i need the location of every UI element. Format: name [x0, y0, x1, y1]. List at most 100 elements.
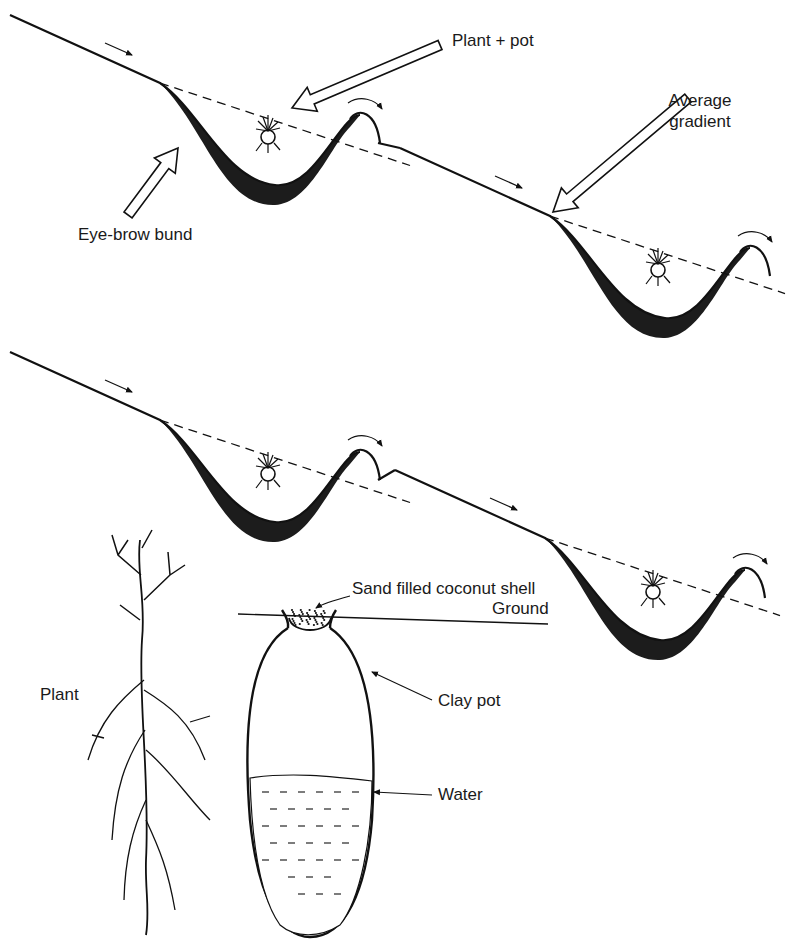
root-stroke: [646, 276, 670, 286]
sand-grain: [300, 609, 302, 611]
pot-circle: [261, 130, 275, 144]
sand-grain: [301, 620, 303, 622]
sand-grain: [292, 620, 294, 622]
water-dash: [298, 825, 305, 826]
flow-arrow: [495, 176, 522, 188]
water-dash: [270, 808, 277, 809]
water-dash: [288, 808, 295, 809]
bund-unit: [395, 470, 780, 660]
water-dash: [270, 842, 277, 843]
sand-grain: [299, 623, 301, 625]
sand-grain: [322, 617, 324, 619]
leaf-stroke: [641, 584, 653, 586]
coconut-shell: [289, 618, 331, 630]
sand-grain: [307, 614, 309, 616]
sand-grain: [322, 624, 324, 626]
part-label: Ground: [492, 598, 549, 619]
sand-grain: [314, 619, 316, 621]
bund-crest: [350, 113, 380, 143]
flow-arrow: [105, 43, 132, 55]
water-dash: [262, 825, 269, 826]
leaf-stroke: [268, 128, 280, 131]
sand-grain: [313, 617, 315, 619]
water-dash: [288, 876, 295, 877]
sand-grain: [292, 611, 294, 613]
water-dash: [334, 825, 341, 826]
ground-surface: [378, 143, 400, 148]
water-dash: [342, 808, 349, 809]
water-dash: [280, 791, 287, 792]
ground-surface: [395, 470, 745, 640]
leaf-stroke: [268, 465, 280, 468]
water-dash: [316, 859, 323, 860]
sand-grain: [301, 611, 303, 613]
pot-circle: [651, 263, 665, 277]
leaf-stroke: [263, 454, 268, 468]
root-stroke: [256, 143, 280, 153]
overflow-arrow: [733, 554, 767, 564]
callout-arrow: [124, 148, 178, 218]
water-dash: [306, 808, 313, 809]
sand-grain: [300, 618, 302, 620]
gradient-line: [160, 420, 410, 503]
callout-arrow: [292, 40, 442, 111]
leaf-stroke: [653, 583, 665, 586]
gradient-line: [545, 538, 780, 616]
sand-grain: [308, 623, 310, 625]
leaf-stroke: [256, 129, 268, 131]
part-label: Eye-brow bund: [78, 224, 192, 245]
plant-branches: [112, 530, 185, 620]
water-dash: [280, 859, 287, 860]
overflow-arrow: [738, 232, 772, 242]
water-dash: [316, 893, 323, 894]
water-dash: [334, 859, 341, 860]
sand-grain: [293, 622, 295, 624]
gradient-line: [160, 83, 410, 166]
flow-arrow: [105, 380, 132, 392]
part-label: Clay pot: [438, 690, 500, 711]
part-label: Water: [438, 784, 483, 805]
sand-grain: [314, 610, 316, 612]
part-label: Plant + pot: [452, 30, 534, 51]
water-dash: [324, 842, 331, 843]
water-dash: [324, 808, 331, 809]
flow-arrow: [490, 498, 517, 510]
sand-grain: [313, 624, 315, 626]
ground-surface: [400, 148, 750, 318]
sand-grain: [316, 614, 318, 616]
water-dash: [306, 842, 313, 843]
overflow-arrow: [348, 99, 382, 109]
bund-unit: [10, 352, 410, 542]
pot-circle: [646, 585, 660, 599]
water-dash: [316, 825, 323, 826]
water-dash: [352, 825, 359, 826]
overflow-arrow: [348, 436, 382, 446]
bund-crest: [350, 450, 380, 480]
sand-grain: [324, 612, 326, 614]
sand-grain: [291, 618, 293, 620]
callout-arrow: [553, 94, 691, 212]
sand-grain: [291, 609, 293, 611]
water-dash: [262, 791, 269, 792]
leader-line: [372, 672, 432, 700]
leaf-stroke: [256, 466, 268, 468]
water-dash: [352, 859, 359, 860]
water-dash: [280, 825, 287, 826]
sand-grain: [307, 621, 309, 623]
sand-grain: [323, 619, 325, 621]
sand-grain: [298, 614, 300, 616]
sand-grain: [321, 622, 323, 624]
leaf-stroke: [658, 261, 670, 264]
clay-pot: [247, 628, 373, 937]
sand-grain: [299, 616, 301, 618]
sand-grain: [294, 615, 296, 617]
sand-grain: [315, 612, 317, 614]
pot-circle: [261, 467, 275, 481]
root-stroke: [641, 598, 665, 608]
gradient-line: [550, 216, 785, 294]
leaf-stroke: [263, 117, 268, 131]
leaf-stroke: [648, 572, 653, 586]
water-dash: [298, 859, 305, 860]
water-dash: [298, 791, 305, 792]
